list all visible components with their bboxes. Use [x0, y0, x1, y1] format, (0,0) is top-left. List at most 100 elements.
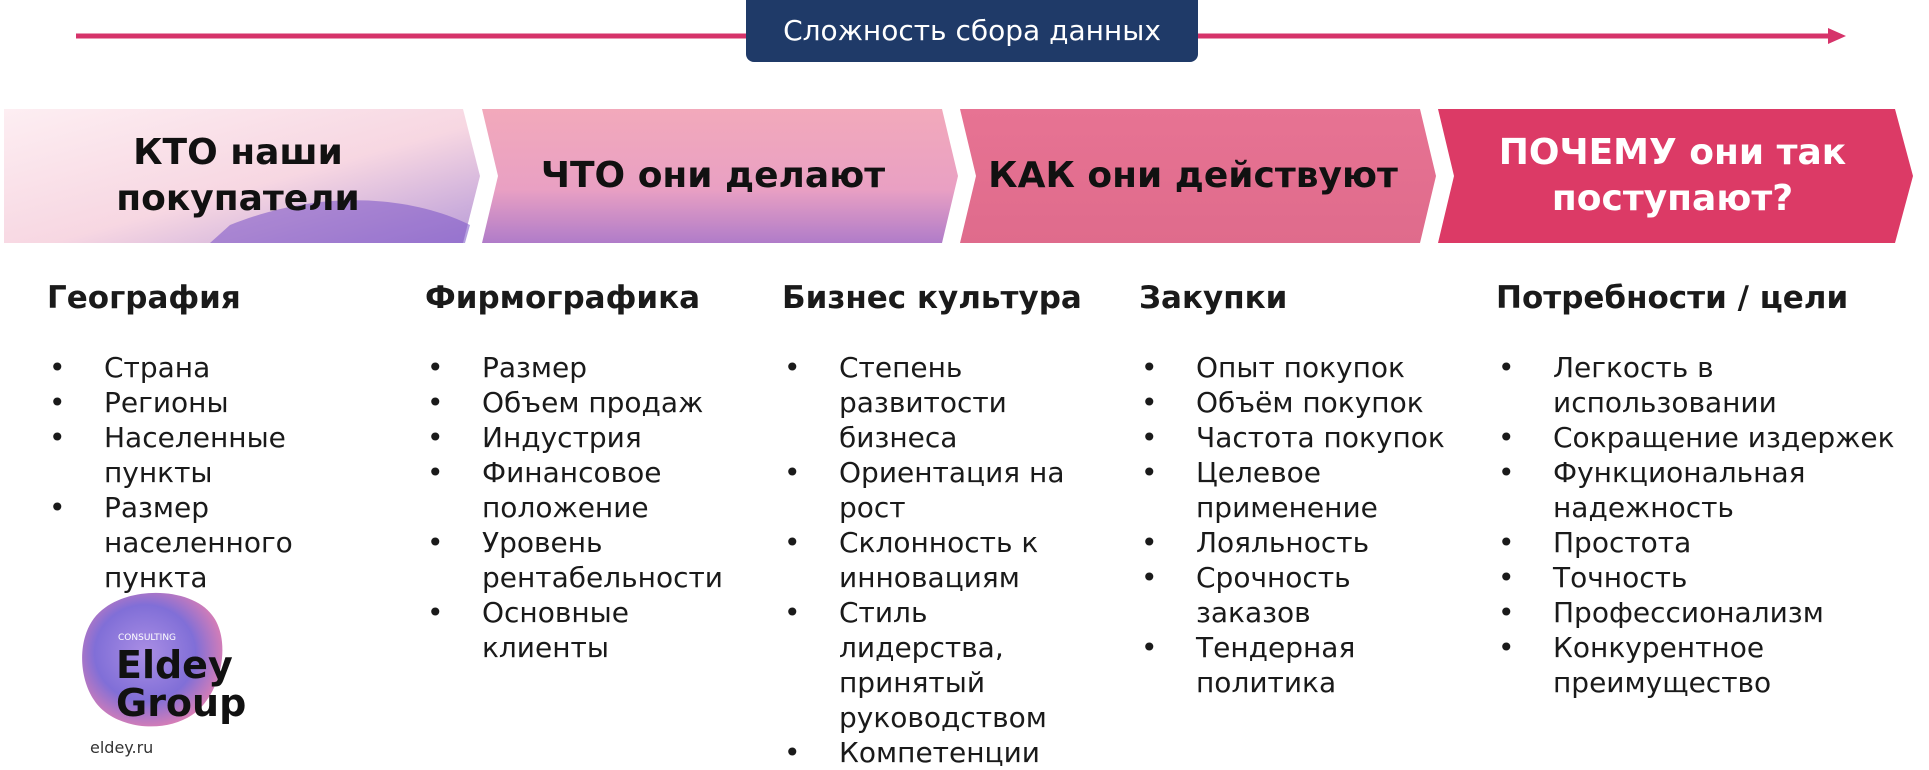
column-needs-goals: Потребности / цели • Легкость в использов… [1496, 280, 1916, 700]
list-item-text: Размер [482, 351, 588, 384]
list-item-text: Основные клиенты [482, 596, 630, 664]
list-item: • Регионы [47, 385, 387, 420]
list-item: •Простота [1496, 525, 1916, 560]
bullet-icon: • [1141, 421, 1158, 454]
list-item: • Основные клиенты [425, 595, 755, 665]
bullet-icon: • [427, 456, 444, 489]
bullet-icon: • [784, 351, 801, 384]
list-item-text: Целевое применение [1196, 456, 1378, 524]
stage-label-who: КТО наши покупатели [116, 132, 360, 219]
column-heading: Закупки [1139, 280, 1288, 316]
list-item: • Населенные пункты [47, 420, 387, 490]
list-item: •Точность [1496, 560, 1916, 595]
list-item: • Компетенции [782, 735, 1082, 770]
list-item-text: Легкость в использовании [1553, 351, 1777, 419]
stage-chevrons [4, 109, 1913, 243]
list-item: •Сокращение издержек [1496, 420, 1916, 455]
bullet-icon: • [784, 736, 801, 769]
column-heading: Фирмографика [425, 280, 701, 316]
stage-label-how: КАК они действуют [988, 155, 1398, 196]
bullet-icon: • [49, 491, 66, 524]
bullet-icon: • [784, 456, 801, 489]
list-item: • Склонность к инновациям [782, 525, 1082, 595]
logo-line2: Group [116, 681, 246, 725]
eldey-group-logo: CONSULTING Eldey Group [82, 592, 246, 727]
list-item: • Конкурентное преимущество [1496, 630, 1916, 700]
list-item-text: Степень развитости бизнеса [839, 351, 1007, 454]
list-item: • Легкость в использовании [1496, 350, 1916, 420]
list-item-text: Опыт покупок [1196, 351, 1405, 384]
list-item: •Уровень рентабельности [425, 525, 755, 595]
list-item-text: Тендерная политика [1196, 631, 1356, 699]
list-item: • Частота покупок [1139, 420, 1469, 455]
column-list: • Страна • Регионы • Населенные пункты • Размер… [47, 350, 387, 595]
list-item: • Срочность заказов [1139, 560, 1469, 630]
list-item-text: Лояльность [1196, 526, 1370, 559]
list-item: • Размер населенного пункта [47, 490, 387, 595]
list-item-text: Ориентация на рост [839, 456, 1065, 524]
column-list: • Степень развитости бизнеса • Ориентация н… [782, 350, 1082, 770]
list-item-text: Профессионализм [1553, 596, 1824, 629]
list-item-text: Уровень рентабельности [482, 526, 724, 594]
list-item: • Страна [47, 350, 387, 385]
list-item: • Финансовое положение [425, 455, 755, 525]
bullet-icon: • [1498, 351, 1515, 384]
list-item-text: Простота [1553, 526, 1692, 559]
logo-consulting-text: CONSULTING [118, 633, 176, 643]
stage-chevron-how [960, 109, 1436, 243]
list-item-text: Размер населенного пункта [104, 491, 293, 594]
list-item-text: Регионы [104, 386, 229, 419]
bullet-icon: • [1141, 526, 1158, 559]
bullet-icon: • [1498, 596, 1515, 629]
column-list: •Опыт покупок•Объём покупок•Частота поку… [1139, 350, 1469, 700]
list-item-text: Страна [104, 351, 211, 384]
list-item-text: Срочность заказов [1196, 561, 1351, 629]
list-item: • Размер [425, 350, 755, 385]
list-item-text: Точность [1553, 561, 1688, 594]
bullet-icon: • [49, 386, 66, 419]
stage-chevron-what [482, 109, 958, 243]
bullet-icon: • [1141, 386, 1158, 419]
column-heading: Бизнес культура [782, 280, 1082, 316]
list-item: • Ориентация на рост [782, 455, 1082, 525]
list-item-text: Объем продаж [482, 386, 704, 419]
list-item: • Профессионализм [1496, 595, 1916, 630]
list-item-text: Стиль лидерства, принятый руководством [839, 596, 1047, 734]
list-item-text: Конкурентное преимущество [1553, 631, 1772, 699]
bullet-icon: • [427, 386, 444, 419]
column-list: • Легкость в использовании•Сокращение изд… [1496, 350, 1916, 700]
bullet-icon: • [49, 421, 66, 454]
list-item: •Объём покупок [1139, 385, 1469, 420]
list-item-text: Финансовое положение [482, 456, 662, 524]
bullet-icon: • [49, 351, 66, 384]
logo-line1: Eldey [116, 643, 233, 687]
list-item: •Тендерная политика [1139, 630, 1469, 700]
stage-label-what: ЧТО они делают [540, 155, 886, 196]
list-item: • Функциональная надежность [1496, 455, 1916, 525]
stage-purple-wash [210, 200, 470, 243]
list-item: • Стиль лидерства, принятый руководством [782, 595, 1082, 735]
list-item-text: Компетенции [839, 736, 1040, 769]
list-item: •Опыт покупок [1139, 350, 1469, 385]
bullet-icon: • [1141, 456, 1158, 489]
list-item: • Объем продаж [425, 385, 755, 420]
list-item-text: Функциональная надежность [1553, 456, 1806, 524]
list-item: • Целевое применение [1139, 455, 1469, 525]
bullet-icon: • [427, 351, 444, 384]
column-heading: Потребности / цели [1496, 280, 1849, 316]
list-item: • Лояльность [1139, 525, 1469, 560]
bullet-icon: • [1498, 631, 1515, 664]
complexity-title: Сложность сбора данных [746, 0, 1198, 62]
bullet-icon: • [1141, 561, 1158, 594]
stage-label-why: ПОЧЕМУ они так поступают? [1498, 132, 1847, 219]
logo-url: eldey.ru [90, 738, 154, 757]
list-item-text: Населенные пункты [104, 421, 286, 489]
bullet-icon: • [784, 526, 801, 559]
column-list: •Размер•Объем продаж•Индустрия•Финансово… [425, 350, 755, 665]
bullet-icon: • [784, 596, 801, 629]
list-item-text: Частота покупок [1196, 421, 1445, 454]
bullet-icon: • [1498, 456, 1515, 489]
column-firmographics: Фирмографика •Размер•Объем продаж•Индуст… [425, 280, 755, 665]
list-item-text: Склонность к инновациям [839, 526, 1039, 594]
bullet-icon: • [427, 596, 444, 629]
